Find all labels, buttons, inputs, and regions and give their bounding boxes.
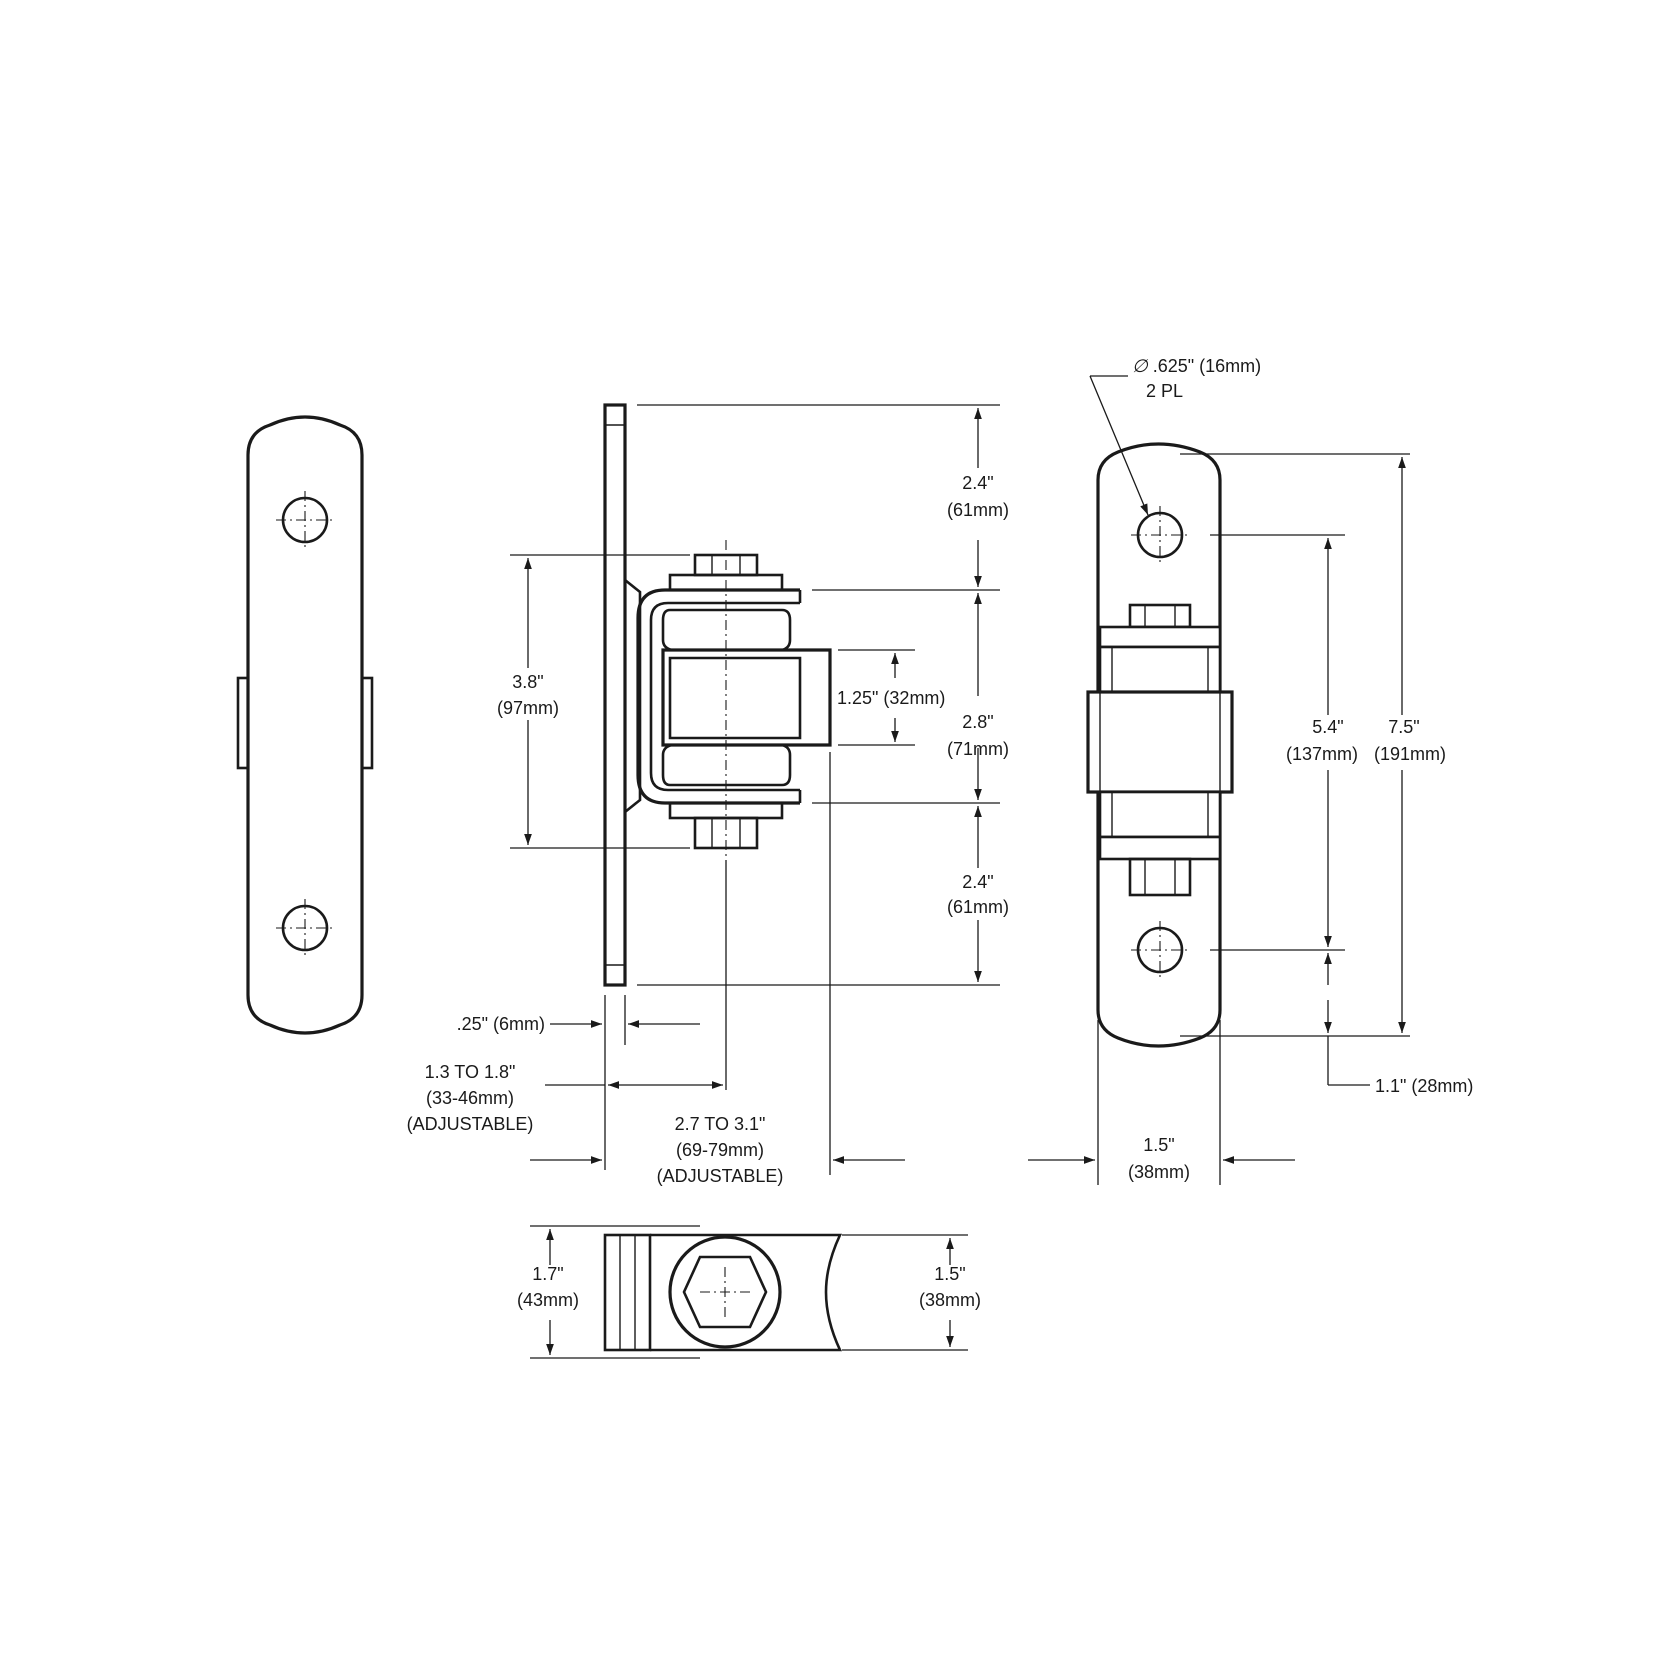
front-plate-view (236, 415, 374, 1035)
front-assembly-view (1086, 442, 1234, 1048)
hole-spacing-label: 5.4" (1312, 717, 1343, 737)
top-view-h-mm-label: (43mm) (517, 1290, 579, 1310)
top-len-mm-label: (61mm) (947, 500, 1009, 520)
offset-label: 1.3 TO 1.8" (425, 1062, 516, 1082)
top-view-h-label: 1.7" (532, 1264, 563, 1284)
depth-label: 2.7 TO 3.1" (675, 1114, 766, 1134)
plate-w-mm-label: (38mm) (1128, 1162, 1190, 1182)
bracket-h-label: 3.8" (512, 672, 543, 692)
bot-len-label: 2.4" (962, 872, 993, 892)
side-view (603, 403, 832, 987)
bracket-h-mm-label: (97mm) (497, 698, 559, 718)
hole-spacing-mm-label: (137mm) (1286, 744, 1358, 764)
offset-mm-label: (33-46mm) (426, 1088, 514, 1108)
mid-len-label: 2.8" (962, 712, 993, 732)
dimension-labels: ∅ .625" (16mm) 2 PL 2.4" (61mm) 3.8" (97… (407, 356, 1474, 1310)
top-view (603, 1233, 843, 1352)
top-len-label: 2.4" (962, 473, 993, 493)
plate-w-label: 1.5" (1143, 1135, 1174, 1155)
assembly-dimensions (1028, 375, 1410, 1185)
hole-count-label: 2 PL (1146, 381, 1183, 401)
end-dist-label: 1.1" (28mm) (1375, 1076, 1473, 1096)
overall-label: 7.5" (1388, 717, 1419, 737)
depth-mm-label: (69-79mm) (676, 1140, 764, 1160)
side-dimensions (510, 404, 1000, 1175)
roller-h-label: 1.25" (32mm) (837, 688, 945, 708)
offset-note-label: (ADJUSTABLE) (407, 1114, 534, 1134)
top-view-dimensions (530, 1225, 968, 1359)
bot-len-mm-label: (61mm) (947, 897, 1009, 917)
hole-dia-label: ∅ .625" (16mm) (1132, 356, 1261, 376)
overall-mm-label: (191mm) (1374, 744, 1446, 764)
plate-thk-label: .25" (6mm) (457, 1014, 545, 1034)
depth-note-label: (ADJUSTABLE) (657, 1166, 784, 1186)
mid-len-mm-label: (71mm) (947, 739, 1009, 759)
top-view-w-label: 1.5" (934, 1264, 965, 1284)
top-view-w-mm-label: (38mm) (919, 1290, 981, 1310)
